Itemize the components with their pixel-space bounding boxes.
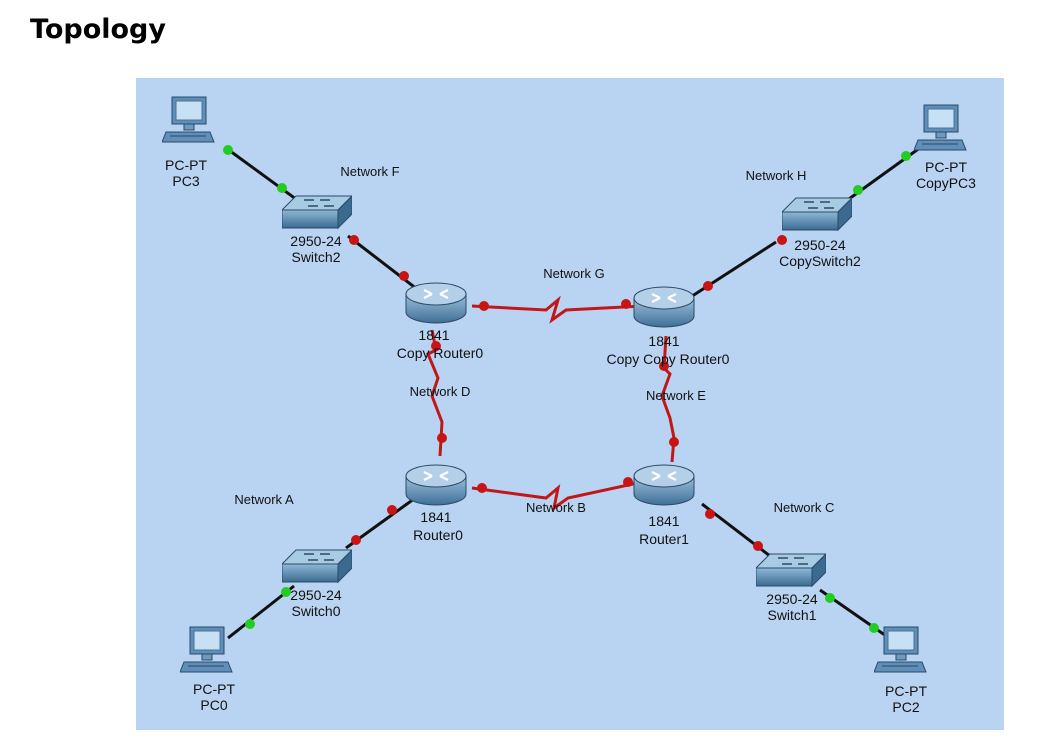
switch0-model-label: 2950-24 bbox=[290, 587, 342, 603]
copycopyrouter0-model-label: 1841 bbox=[648, 333, 679, 349]
link-switch2-copyrouter0 bbox=[347, 234, 427, 298]
link-copypc3-copyswitch2 bbox=[841, 140, 929, 206]
switch2-model-label: 2950-24 bbox=[290, 233, 342, 249]
switch-icon-switch0[interactable] bbox=[282, 549, 352, 583]
network-a-label: Network A bbox=[234, 492, 294, 507]
copyswitch2-name-label: CopySwitch2 bbox=[779, 253, 861, 269]
pc0-model-label: PC-PT bbox=[193, 681, 235, 697]
copyswitch2-model-label: 2950-24 bbox=[794, 237, 846, 253]
link-copyswitch2-copycopyrouter0 bbox=[685, 240, 777, 302]
router0-name-label: Router0 bbox=[413, 527, 463, 543]
switch0-name-label: Switch0 bbox=[291, 603, 340, 619]
copyrouter0-name-label: Copy Router0 bbox=[397, 345, 484, 361]
port-indicators bbox=[223, 145, 911, 633]
pc-icon-pc3[interactable] bbox=[162, 96, 215, 143]
switch1-model-label: 2950-24 bbox=[766, 591, 818, 607]
pc-icon-copypc3[interactable] bbox=[914, 104, 967, 151]
switch1-name-label: Switch1 bbox=[767, 607, 816, 623]
pc0-name-label: PC0 bbox=[200, 697, 227, 713]
topology-canvas: PC-PT PC3 PC-PT CopyPC3 PC-PT PC0 PC-PT … bbox=[136, 78, 1004, 730]
pc3-model-label: PC-PT bbox=[165, 157, 207, 173]
router-icon-router0[interactable] bbox=[404, 464, 468, 507]
network-h-label: Network H bbox=[746, 168, 807, 183]
pc2-model-label: PC-PT bbox=[885, 683, 927, 699]
network-d-label: Network D bbox=[410, 384, 471, 399]
network-e-label: Network E bbox=[646, 388, 706, 403]
pc3-name-label: PC3 bbox=[172, 173, 199, 189]
copyrouter0-model-label: 1841 bbox=[418, 327, 449, 343]
router-icon-router1[interactable] bbox=[632, 464, 696, 507]
link-network-g bbox=[471, 295, 645, 324]
network-c-label: Network C bbox=[774, 500, 835, 515]
switch-icon-switch1[interactable] bbox=[756, 553, 826, 587]
router0-model-label: 1841 bbox=[420, 509, 451, 525]
network-b-label: Network B bbox=[526, 500, 586, 515]
switch-icon-switch2[interactable] bbox=[282, 195, 352, 229]
copypc3-name-label: CopyPC3 bbox=[916, 175, 976, 191]
copycopyrouter0-name-label: Copy Copy Router0 bbox=[607, 351, 730, 367]
pc-icon-pc0[interactable] bbox=[180, 626, 233, 673]
router1-model-label: 1841 bbox=[648, 513, 679, 529]
switch-icon-copyswitch2[interactable] bbox=[782, 197, 852, 231]
copypc3-model-label: PC-PT bbox=[925, 159, 967, 175]
network-g-label: Network G bbox=[543, 266, 604, 281]
pc2-name-label: PC2 bbox=[892, 699, 919, 715]
page-title: Topology bbox=[30, 14, 166, 45]
router1-name-label: Router1 bbox=[639, 531, 689, 547]
link-network-b bbox=[471, 480, 643, 512]
network-f-label: Network F bbox=[340, 164, 399, 179]
router-icon-copycopyrouter0[interactable] bbox=[632, 286, 696, 329]
router-icon-copyrouter0[interactable] bbox=[404, 282, 468, 325]
switch2-name-label: Switch2 bbox=[291, 249, 340, 265]
